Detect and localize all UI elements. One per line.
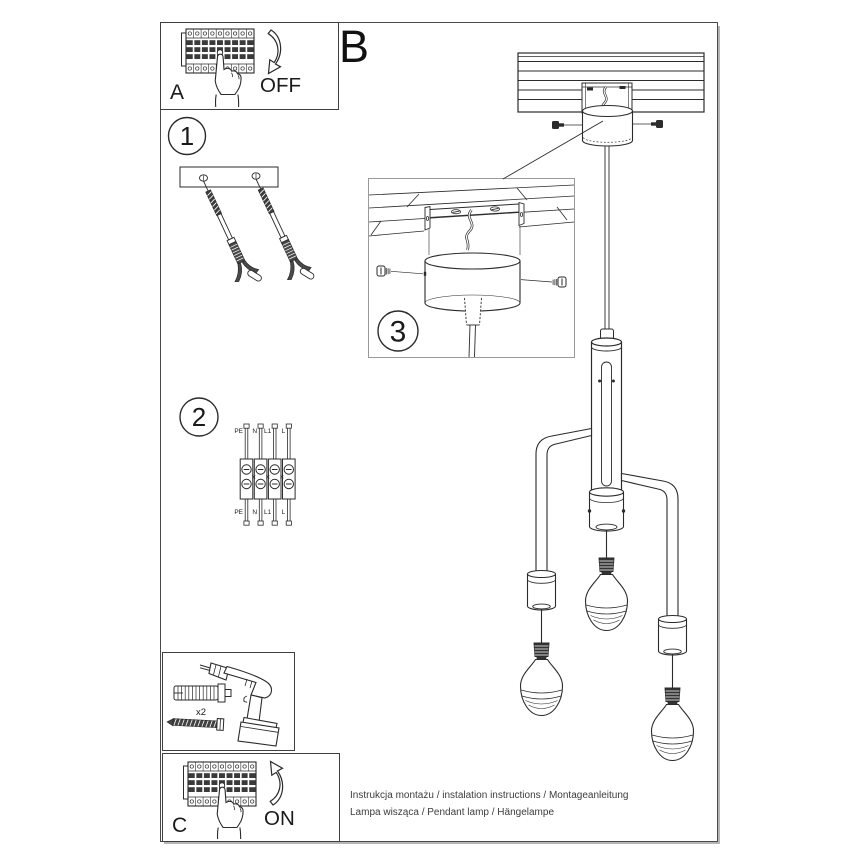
tools-box: x2 xyxy=(162,652,295,751)
section-b-label: B xyxy=(339,21,370,72)
step3-number: 3 xyxy=(390,316,407,349)
power-off-label: OFF xyxy=(260,74,301,97)
step1-number: 1 xyxy=(180,121,194,151)
wire-label-bottom-n: N xyxy=(252,509,257,516)
socket-right xyxy=(657,614,688,656)
wire-label-bottom-pe: PE xyxy=(234,509,243,516)
bulb-left xyxy=(519,642,564,717)
bulb-center xyxy=(584,557,629,632)
canopy xyxy=(581,104,634,147)
box-c-label: C xyxy=(172,814,187,837)
power-on-box: C ON xyxy=(162,753,340,842)
tools-count-label: x2 xyxy=(196,707,206,718)
wire-label-top-n: N xyxy=(252,428,257,435)
box-a-label: A xyxy=(170,81,184,104)
step2-illustration: 2 PE N L1 L xyxy=(179,397,296,526)
step3-badge xyxy=(377,310,419,352)
left-arm xyxy=(535,427,593,573)
ceiling-planks xyxy=(369,184,574,237)
caption-line2: Lampa wisząca / Pendant lamp / Hängelamp… xyxy=(350,806,555,818)
supply-wires xyxy=(243,423,292,459)
caption-line1: Instrukcja montażu / instalation instruc… xyxy=(350,790,629,801)
step1-badge xyxy=(167,116,207,156)
wire-label-bottom-l: L xyxy=(282,509,286,516)
breaker-panel-icon xyxy=(182,761,257,839)
wire-label-top-pe: PE xyxy=(234,428,243,435)
bulb-right xyxy=(650,687,695,762)
step2-number: 2 xyxy=(192,402,206,432)
power-on-label: ON xyxy=(264,807,295,830)
wire-label-top-l1: L1 xyxy=(264,428,272,435)
canopy-screw-left xyxy=(376,265,424,277)
canopy-detail xyxy=(423,252,521,357)
pendant-lamp-illustration xyxy=(502,52,705,762)
canopy-screw-left xyxy=(552,121,582,129)
step3-detail-box: 3 xyxy=(368,178,575,358)
ceiling-wire xyxy=(465,209,474,251)
suspension-cable xyxy=(604,146,610,329)
step2-badge xyxy=(179,397,219,437)
drill-icon xyxy=(199,662,280,747)
screw-icon xyxy=(166,718,225,731)
step1-illustration: 1 xyxy=(167,116,316,292)
footer-captions: Instrukcja montażu / instalation instruc… xyxy=(350,788,629,821)
power-off-box: A OFF xyxy=(160,22,339,110)
wire-label-bottom-l1: L1 xyxy=(264,509,272,516)
right-arm xyxy=(620,472,679,618)
wall-plug-icon xyxy=(173,683,232,703)
socket-center xyxy=(587,487,626,532)
wall-bracket xyxy=(179,166,279,188)
terminal-block xyxy=(239,458,296,500)
mounting-bracket-detail xyxy=(424,201,525,255)
canopy-screw-right xyxy=(633,120,663,128)
lamp-tube xyxy=(590,337,623,495)
callout-line xyxy=(502,120,604,180)
cable-sleeve xyxy=(464,297,482,357)
arrow-down-icon xyxy=(267,29,282,75)
breaker-panel-icon xyxy=(180,28,255,107)
wire-label-top-l: L xyxy=(282,428,286,435)
lamp-wires xyxy=(243,499,292,526)
screw-anchor-icon xyxy=(190,175,265,292)
arrow-up-icon xyxy=(269,760,284,806)
socket-left xyxy=(526,569,557,611)
canopy-screw-right xyxy=(520,276,567,288)
